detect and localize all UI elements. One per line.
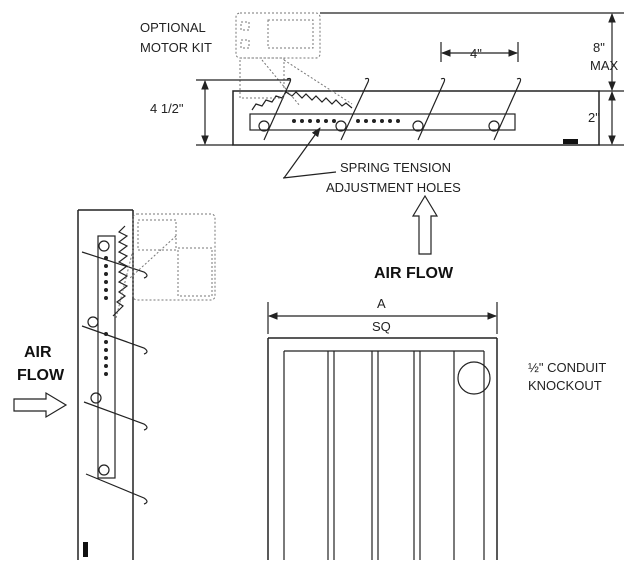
side-mount-tab [83, 542, 88, 557]
side-adjustment-holes [104, 256, 108, 376]
top-adjustment-holes [292, 119, 400, 123]
top-spring [251, 91, 353, 111]
dim-4-half-label: 4 1/2" [150, 101, 184, 116]
conduit-knockout [457, 361, 491, 395]
side-motor-kit [115, 213, 216, 319]
optional-motor-kit-label-2: MOTOR KIT [140, 40, 212, 55]
air-flow-right-arrow [13, 391, 68, 419]
air-flow-left-label-2: FLOW [17, 367, 65, 384]
air-flow-left-label-1: AIR [24, 344, 52, 361]
side-linkage-bar [97, 235, 116, 479]
dim-8-max [320, 12, 624, 92]
air-flow-up-arrow [411, 194, 439, 255]
top-linkage-bar [249, 113, 516, 131]
top-motor-kit [235, 12, 353, 107]
dim-4-label: 4" [470, 46, 482, 61]
optional-motor-kit-label-1: OPTIONAL [140, 20, 206, 35]
dim-2-label: 2" [588, 110, 600, 125]
dim-a-label: A [377, 296, 386, 311]
side-damper-view [77, 209, 216, 560]
dim-8-label: 8" [593, 40, 605, 55]
conduit-label-2: KNOCKOUT [528, 378, 602, 393]
dim-a-sq [267, 302, 498, 334]
side-spring [112, 225, 129, 317]
spring-tension-label-2: ADJUSTMENT HOLES [326, 180, 461, 195]
spring-tension-label-1: SPRING TENSION [340, 160, 451, 175]
front-blades [327, 351, 455, 560]
spring-tension-leader [282, 128, 337, 179]
dim-sq-label: SQ [372, 319, 391, 334]
top-damper-view [196, 12, 624, 179]
top-blades [258, 77, 522, 141]
air-flow-top-label: AIR FLOW [374, 265, 454, 282]
top-mount-tab [563, 139, 578, 144]
dim-4-half [196, 79, 290, 146]
dim-4 [440, 42, 519, 62]
dim-max-label: MAX [590, 58, 619, 73]
dim-2 [599, 91, 624, 146]
top-damper-housing [232, 90, 600, 146]
conduit-label-1: ½" CONDUIT [528, 360, 606, 375]
front-damper-view [267, 302, 498, 560]
side-blades [81, 240, 148, 505]
